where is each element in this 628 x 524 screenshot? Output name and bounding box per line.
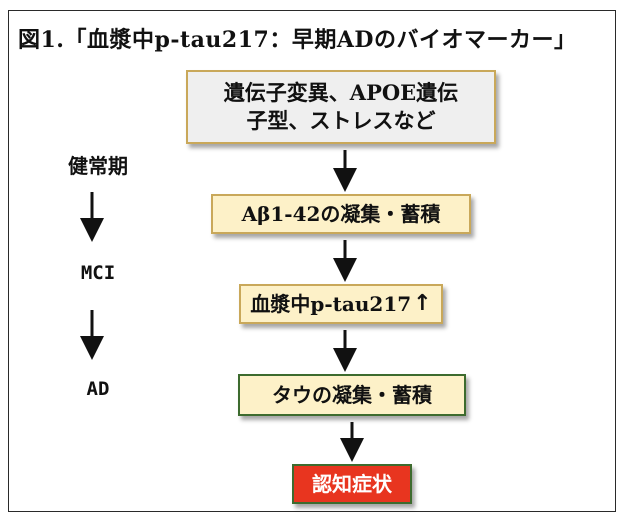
stage-mci-label: MCI: [80, 262, 116, 284]
abeta-aggregation-box: Aβ1-42の凝集・蓄積: [211, 194, 471, 234]
tau-aggregation-box: タウの凝集・蓄積: [238, 374, 466, 416]
genetic-factors-label: 遺伝子変異、APOE遺伝 子型、ストレスなど: [223, 79, 459, 133]
stage-healthy-label: 健常期: [68, 154, 128, 178]
figure-title: 図1.「血漿中p-tau217：早期ADのバイオマーカー」: [18, 27, 577, 53]
cognitive-symptoms-label: 認知症状: [312, 471, 392, 496]
genetic-factors-box: 遺伝子変異、APOE遺伝 子型、ストレスなど: [186, 70, 496, 144]
up-arrow-icon: ↑: [413, 291, 432, 317]
plasma-ptau217-box: 血漿中p-tau217↑: [239, 284, 443, 324]
plasma-ptau217-label: 血漿中p-tau217: [250, 291, 412, 316]
cognitive-symptoms-box: 認知症状: [292, 464, 412, 504]
stage-ad-label: AD: [86, 378, 110, 400]
tau-aggregation-label: タウの凝集・蓄積: [272, 382, 432, 407]
abeta-aggregation-label: Aβ1-42の凝集・蓄積: [241, 201, 441, 226]
